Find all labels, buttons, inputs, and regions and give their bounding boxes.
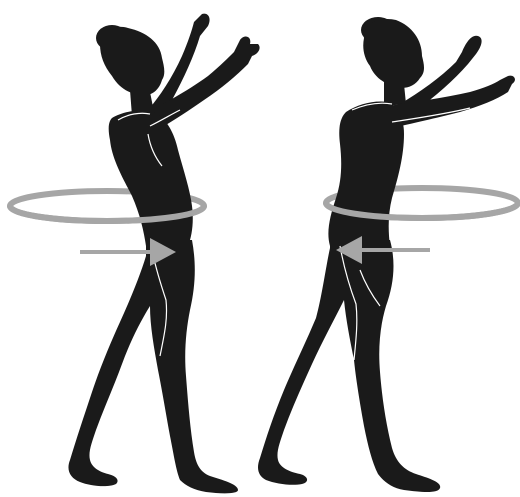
right-panel — [258, 17, 518, 492]
left-panel — [10, 14, 260, 494]
right-figure-silhouette — [258, 17, 515, 492]
